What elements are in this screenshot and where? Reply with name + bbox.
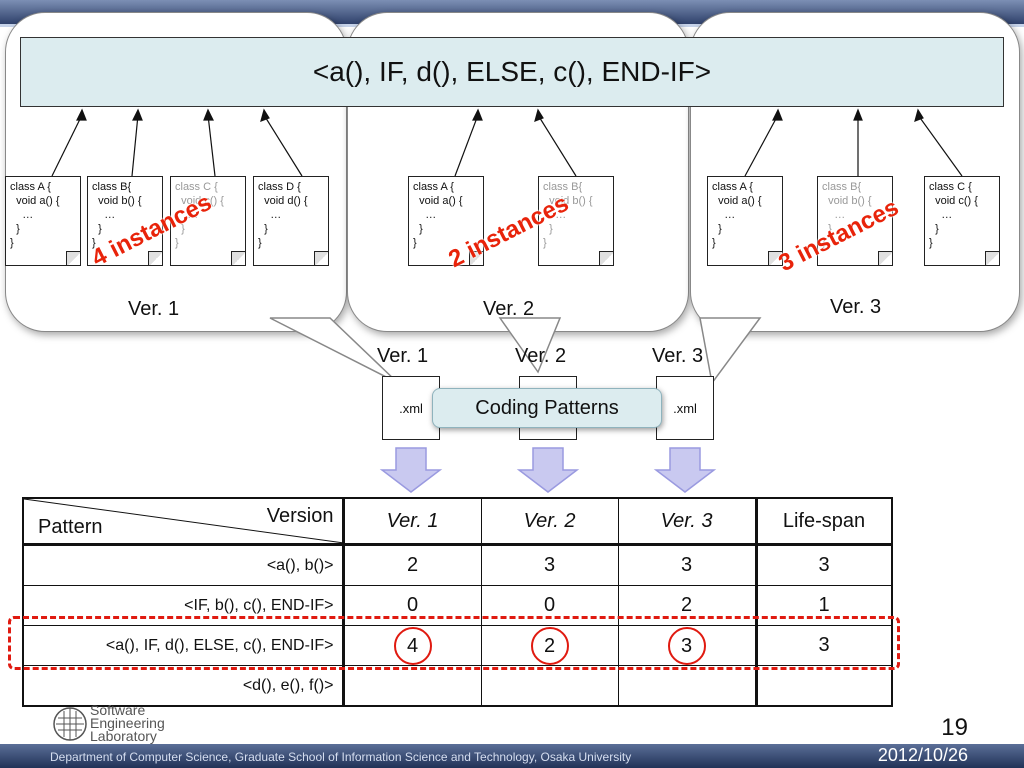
lab-logo-icon (53, 707, 87, 741)
table-row: <IF, b(), c(), END-IF> 0 0 2 1 (22, 585, 892, 626)
class-file: class C { void c() { … } } (924, 176, 1000, 266)
value-cell: 3 (480, 544, 619, 586)
signature-bar: <a(), IF, d(), ELSE, c(), END-IF> (20, 37, 1004, 107)
value-cell: 3 (754, 625, 892, 666)
value-cell (342, 665, 482, 707)
xml-version-label: Ver. 2 (515, 345, 567, 367)
logo-line: Software (90, 702, 146, 718)
version-label: Ver. 3 (830, 296, 882, 318)
diagonal-line (24, 499, 344, 543)
xml-file: .xml (382, 376, 440, 440)
footer-bar (0, 744, 1024, 768)
header-corner-cell: Version Pattern (22, 497, 345, 546)
highlight-dashed-box (8, 616, 900, 670)
xml-version-label: Ver. 3 (652, 345, 704, 367)
value-cell: 3 (617, 544, 757, 586)
value-cell: 3 (754, 544, 892, 586)
xml-file: .xml (656, 376, 714, 440)
class-file: class A { void a() { … } } (408, 176, 484, 266)
xml-version-label: Ver. 1 (377, 345, 429, 367)
class-file: class B{ void b() { … } } (87, 176, 163, 266)
header-pattern-label: Pattern (38, 516, 103, 538)
pattern-cell: <a(), b()> (22, 544, 345, 586)
table-row: <a(), b()> 2 3 3 3 (22, 544, 892, 586)
footer-date: 2012/10/26 (877, 745, 968, 765)
header-version-label: Version (266, 505, 334, 527)
page-number: 19 (941, 714, 968, 741)
class-file: class B{ void b() { … } } (538, 176, 614, 266)
column-header: Ver. 2 (480, 497, 619, 546)
value-cell: 2 (480, 625, 619, 666)
column-header: Ver. 3 (617, 497, 757, 546)
circled-value: 3 (667, 626, 706, 665)
circled-value: 4 (393, 626, 432, 665)
value-cell: 2 (342, 544, 482, 586)
pattern-cell: <a(), IF, d(), ELSE, c(), END-IF> (22, 625, 345, 666)
value-cell: 1 (754, 585, 892, 626)
table-row: <d(), e(), f()> (22, 665, 892, 707)
logo-line: Laboratory (90, 728, 157, 744)
class-file: class B{ void b() { … } } (817, 176, 893, 266)
version-label: Ver. 1 (128, 298, 180, 320)
pattern-cell: <IF, b(), c(), END-IF> (22, 585, 345, 626)
class-file: class D { void d() { … } } (253, 176, 329, 266)
table-header-row: Version Pattern Ver. 1 Ver. 2 Ver. 3 Lif… (22, 497, 892, 546)
version-label: Ver. 2 (483, 298, 535, 320)
coding-patterns-label: Coding Patterns (432, 388, 662, 428)
class-file: class A { void a() { … } } (707, 176, 783, 266)
value-cell: 0 (342, 585, 482, 626)
logo-line: Engineering (90, 715, 165, 731)
pattern-cell: <d(), e(), f()> (22, 665, 345, 707)
class-file: class C { void c() { … } } (170, 176, 246, 266)
circled-value: 2 (530, 626, 569, 665)
value-cell: 3 (617, 625, 757, 666)
footer-affiliation: Department of Computer Science, Graduate… (50, 750, 632, 764)
pattern-table: Version Pattern Ver. 1 Ver. 2 Ver. 3 Lif… (22, 497, 893, 707)
lab-logo-text: Software Engineering Laboratory (90, 702, 165, 744)
class-file: class A { void a() { … } } (5, 176, 81, 266)
table-row-highlighted: <a(), IF, d(), ELSE, c(), END-IF> 4 2 3 … (22, 625, 892, 666)
value-cell (617, 665, 757, 707)
column-header: Ver. 1 (342, 497, 482, 546)
value-cell (480, 665, 619, 707)
column-header: Life-span (754, 497, 892, 546)
value-cell (754, 665, 892, 707)
